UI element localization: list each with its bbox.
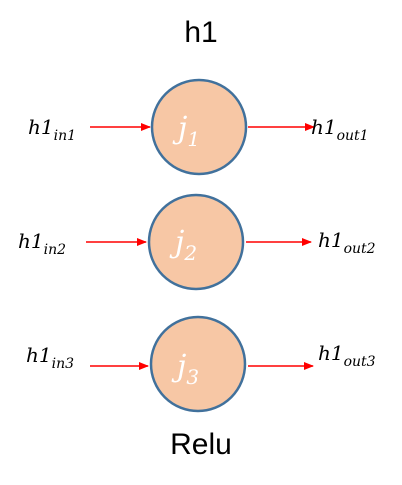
neuron-row-1: h1in1 j1 h1out1 bbox=[28, 78, 369, 176]
output-label-1: h1out1 bbox=[311, 115, 369, 144]
neuron-node-2 bbox=[147, 193, 245, 291]
input-label-2: h1in2 bbox=[18, 229, 66, 258]
input-label-3: h1in3 bbox=[26, 343, 74, 372]
neuron-row-3: h1in3 j3 h1out3 bbox=[26, 315, 376, 413]
output-label-3: h1out3 bbox=[318, 341, 376, 370]
neuron-node-3 bbox=[149, 315, 247, 413]
layer-title: h1 bbox=[184, 16, 218, 49]
output-label-2: h1out2 bbox=[318, 228, 376, 257]
activation-label: Relu bbox=[170, 428, 232, 461]
neuron-node-1 bbox=[150, 78, 248, 176]
neuron-row-2: h1in2 j2 h1out2 bbox=[18, 193, 376, 291]
input-label-1: h1in1 bbox=[28, 115, 76, 144]
